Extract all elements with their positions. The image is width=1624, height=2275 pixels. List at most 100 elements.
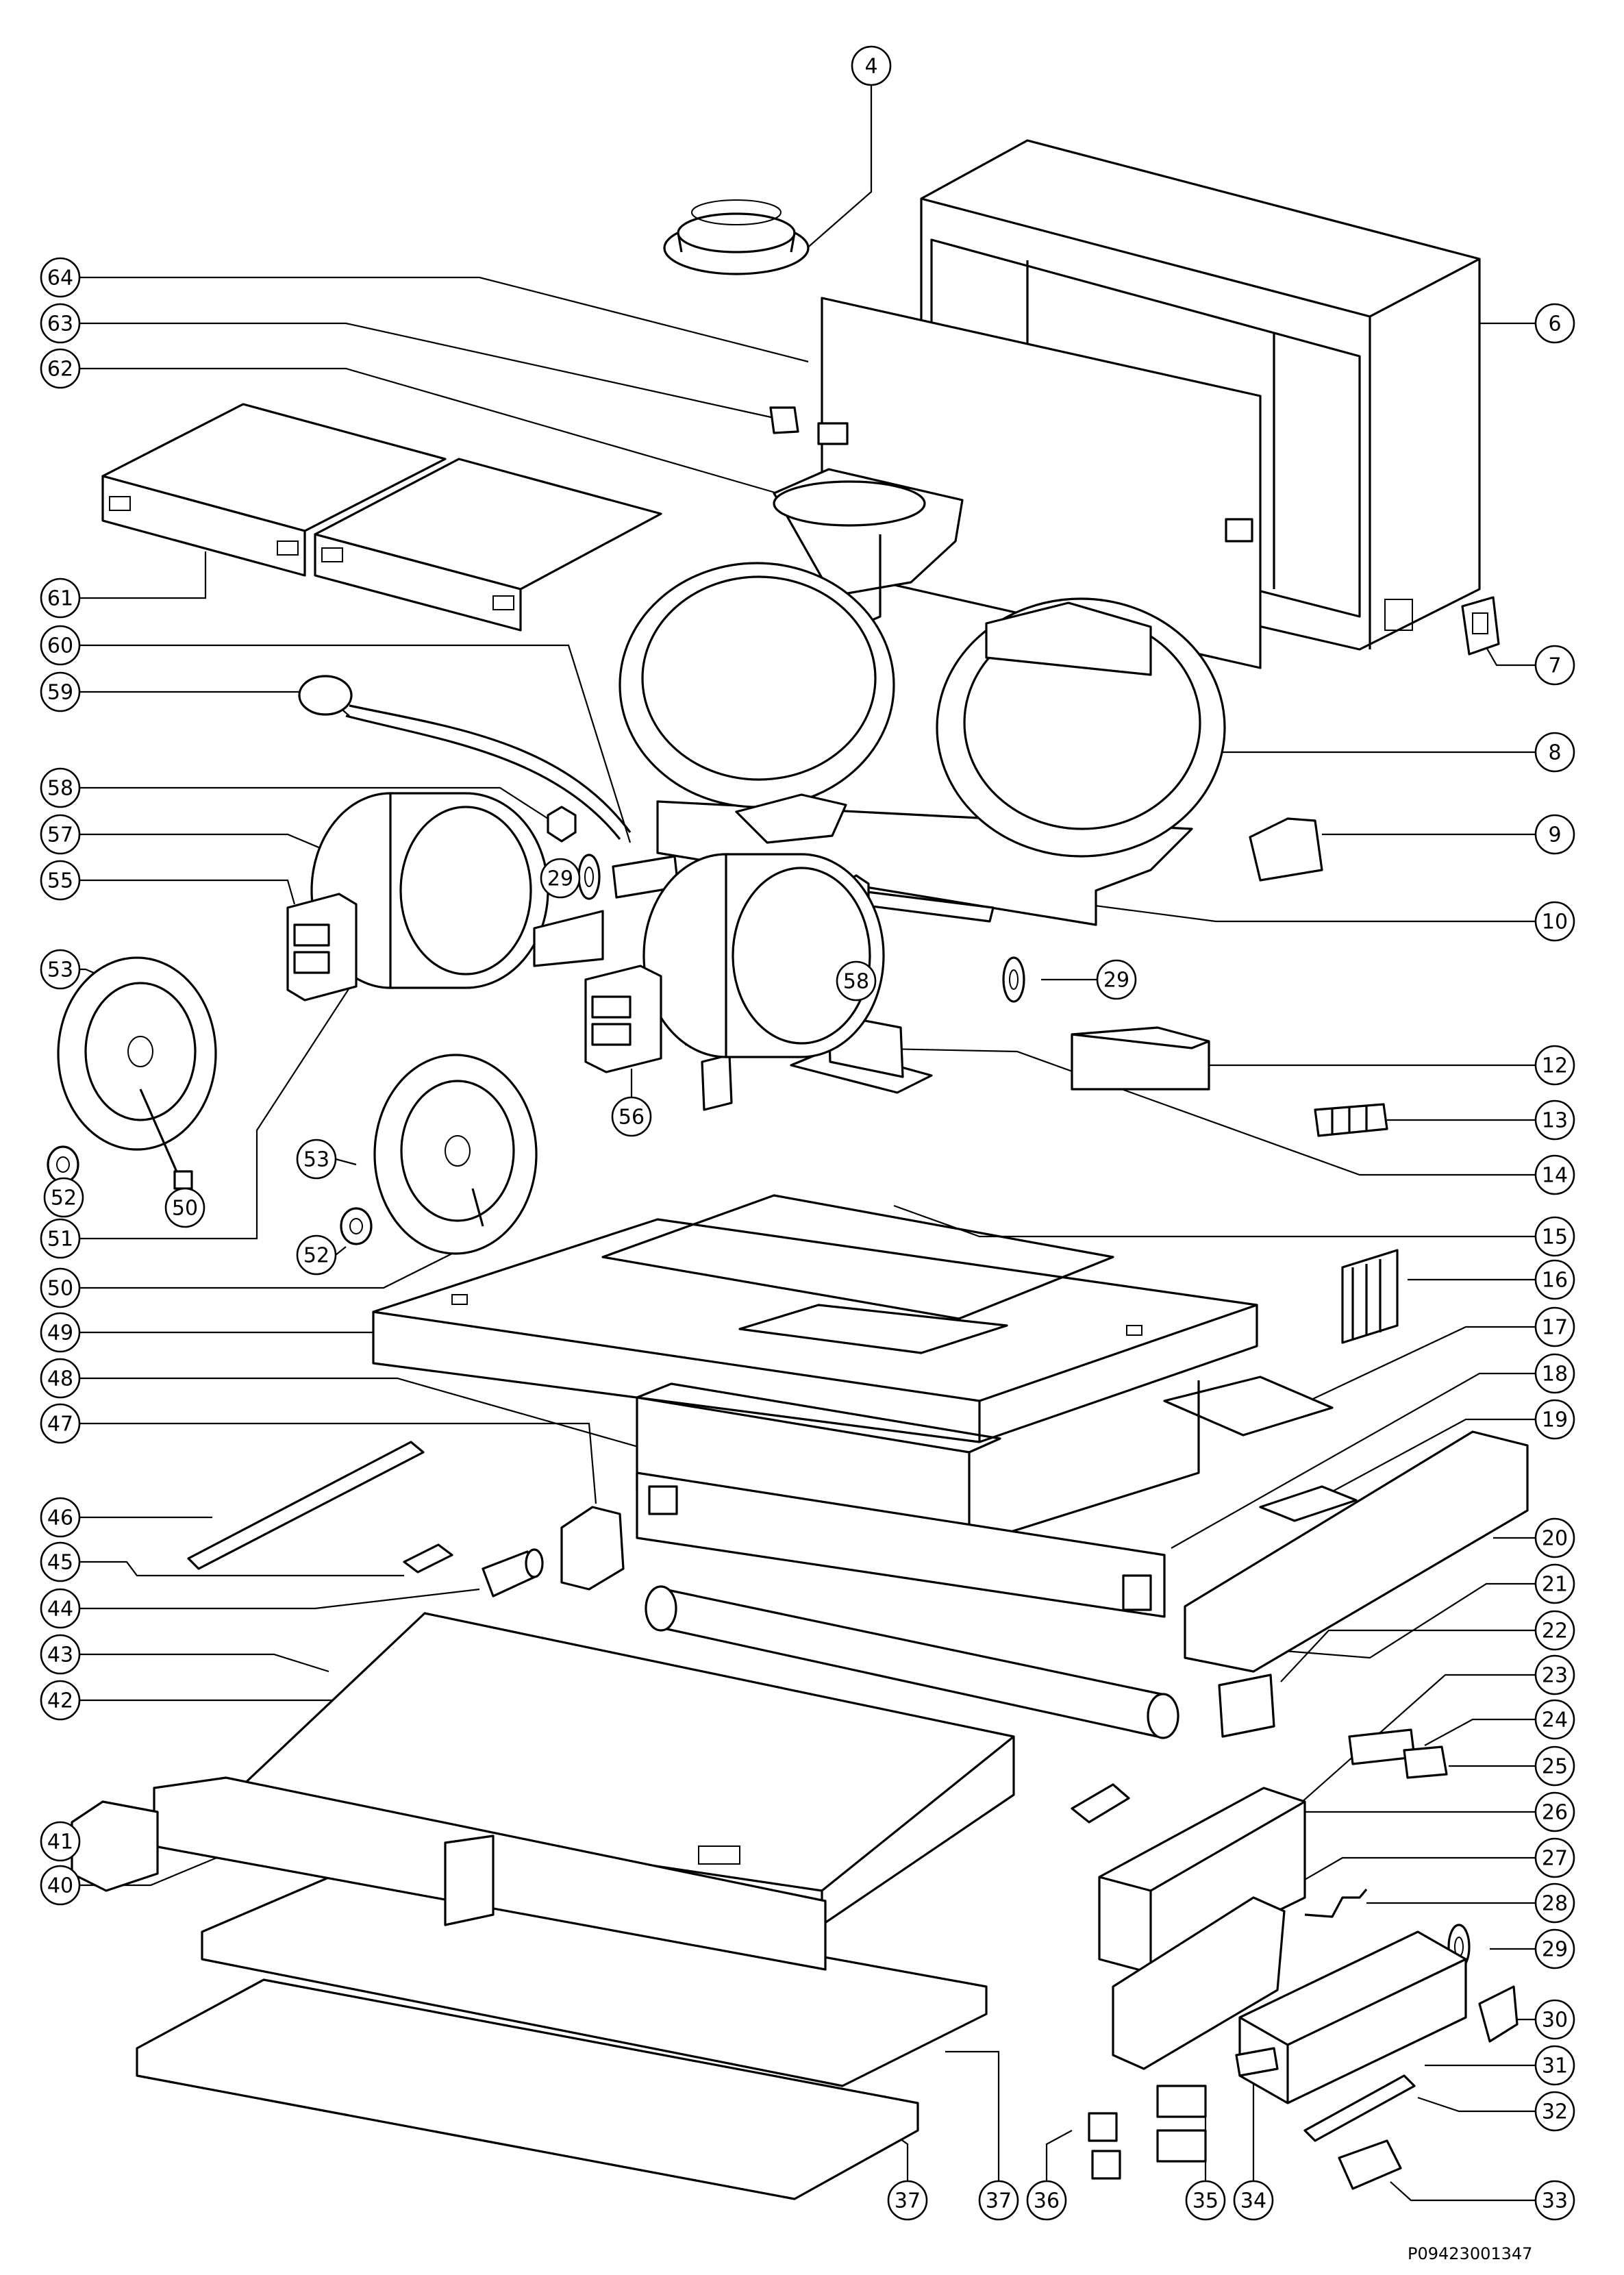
callout-16: 16 <box>1534 1259 1575 1300</box>
callout-57: 57 <box>40 814 81 855</box>
part-58-nut-left <box>547 806 577 843</box>
part-13-terminal-block <box>1314 1103 1388 1137</box>
callout-circle <box>1534 1654 1575 1695</box>
callout-circle <box>1534 1999 1575 2040</box>
callout-circle <box>40 1865 81 1906</box>
callout-circle <box>1534 1837 1575 1878</box>
part-46-rail <box>187 1441 425 1570</box>
part-32-blade <box>1303 2074 1416 2142</box>
part-56-motor-wheel <box>584 853 885 1073</box>
callout-circle <box>1534 732 1575 773</box>
callout-46: 46 <box>40 1497 81 1538</box>
part-61-charcoal-filters <box>101 403 662 632</box>
callout-number: 33 <box>1542 2189 1568 2213</box>
callout-18: 18 <box>1534 1353 1575 1394</box>
callout-number: 52 <box>51 1186 77 1210</box>
callout-24: 24 <box>1534 1699 1575 1740</box>
callout-circle <box>40 1541 81 1582</box>
callout-circle <box>40 1312 81 1353</box>
callout-number: 22 <box>1542 1619 1568 1643</box>
part-16-strip <box>701 1054 1399 1344</box>
callout-circle <box>1534 1306 1575 1347</box>
part-8-scroll-housing <box>619 562 1226 926</box>
callout-21: 21 <box>1534 1563 1575 1604</box>
callout-number: 15 <box>1542 1226 1568 1250</box>
callout-circle <box>40 1218 81 1259</box>
callout-47: 47 <box>40 1403 81 1444</box>
callout-42: 42 <box>40 1680 81 1721</box>
callout-number: 49 <box>47 1321 73 1345</box>
part-30-hook-plate <box>1478 1985 1519 2043</box>
part-28-spring <box>1304 1888 1368 1918</box>
callout-52: 52 <box>43 1177 84 1218</box>
part-23-lever <box>1071 1783 1130 1824</box>
callout-circle <box>40 860 81 901</box>
callout-number: 52 <box>303 1244 329 1268</box>
part-17-slide <box>1163 1376 1334 1437</box>
callout-number: 51 <box>47 1228 73 1252</box>
callout-circle <box>40 671 81 712</box>
callout-number: 63 <box>47 312 73 336</box>
callout-58: 58 <box>40 767 81 808</box>
callout-56: 56 <box>611 1096 652 1137</box>
callout-circle <box>1534 2045 1575 2086</box>
callout-number: 43 <box>47 1643 73 1667</box>
callout-4: 4 <box>851 45 892 86</box>
callout-45: 45 <box>40 1541 81 1582</box>
callout-23: 23 <box>1534 1654 1575 1695</box>
callout-33: 33 <box>1534 2180 1575 2221</box>
callout-59: 59 <box>40 671 81 712</box>
callout-circle <box>296 1234 337 1276</box>
callout-circle <box>1534 814 1575 855</box>
callout-52: 52 <box>296 1234 337 1276</box>
part-44-capacitor <box>482 1548 544 1598</box>
callout-circle <box>978 2180 1019 2221</box>
callout-number: 27 <box>1542 1847 1568 1871</box>
callout-9: 9 <box>1534 814 1575 855</box>
part-26-switch-housing <box>1098 1787 1306 1974</box>
part-25-plug <box>1403 1745 1448 1779</box>
callout-number: 36 <box>1034 2189 1060 2213</box>
callout-circle <box>40 1497 81 1538</box>
callout-circle <box>40 577 81 619</box>
part-7-bracket <box>1461 596 1500 656</box>
part-45-clip <box>403 1543 453 1574</box>
callout-number: 30 <box>1542 2009 1568 2032</box>
callout-number: 61 <box>47 587 73 611</box>
callout-circle <box>164 1187 205 1228</box>
callout-35: 35 <box>1185 2180 1226 2221</box>
callout-circle <box>1534 2180 1575 2221</box>
callout-circle <box>540 858 581 899</box>
part-18-frame <box>636 1380 1200 1546</box>
callout-15: 15 <box>1534 1216 1575 1257</box>
part-9-cover <box>1249 817 1323 882</box>
callout-circle <box>1534 1259 1575 1300</box>
callout-circle <box>40 625 81 666</box>
callout-37: 37 <box>887 2180 928 2221</box>
callout-circle <box>43 1177 84 1218</box>
callout-number: 60 <box>47 634 73 658</box>
callout-49: 49 <box>40 1312 81 1353</box>
callout-36: 36 <box>1026 2180 1067 2221</box>
callout-number: 9 <box>1548 823 1561 847</box>
callout-50: 50 <box>164 1187 205 1228</box>
callout-circle <box>1233 2180 1274 2221</box>
part-19-slider <box>1259 1485 1358 1522</box>
callout-number: 48 <box>47 1367 73 1391</box>
part-50-clip-left <box>173 1170 193 1190</box>
callout-53: 53 <box>40 949 81 990</box>
callout-number: 19 <box>1542 1408 1568 1432</box>
callout-28: 28 <box>1534 1882 1575 1924</box>
callout-number: 6 <box>1548 312 1561 336</box>
part-62-duct-collar <box>773 468 964 628</box>
callout-number: 34 <box>1240 2189 1266 2213</box>
callout-29: 29 <box>540 858 581 899</box>
callout-25: 25 <box>1534 1745 1575 1787</box>
part-53-fan-plate-left <box>57 956 217 1176</box>
callout-number: 24 <box>1542 1708 1568 1732</box>
callout-20: 20 <box>1534 1517 1575 1558</box>
callout-26: 26 <box>1534 1791 1575 1832</box>
callout-number: 56 <box>619 1106 645 1130</box>
